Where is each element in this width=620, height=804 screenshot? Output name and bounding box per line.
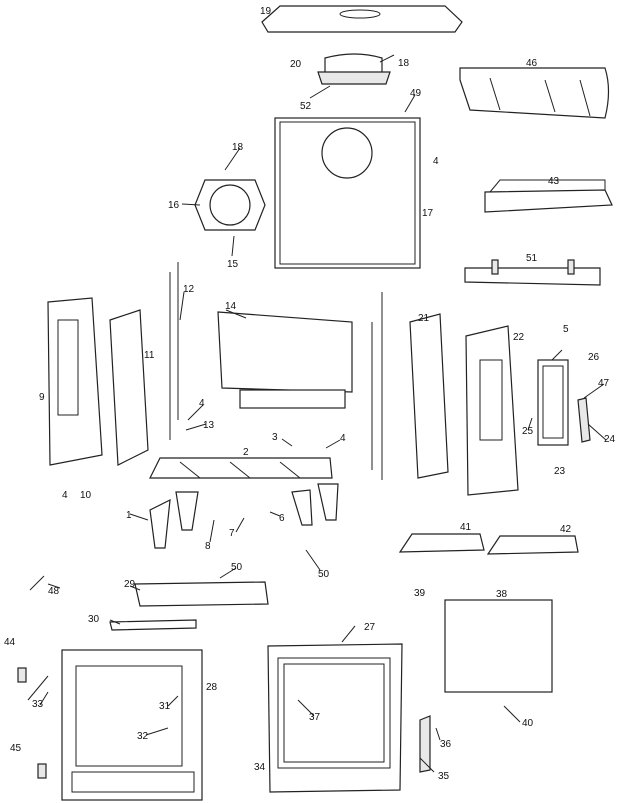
label-14: 14	[225, 301, 237, 312]
label-4d: 4	[62, 490, 68, 501]
label-20: 20	[290, 59, 302, 70]
label-48: 48	[48, 586, 60, 597]
label-40: 40	[522, 718, 534, 729]
label-18: 18	[398, 58, 410, 69]
callout-labels: 19 20 18 52 49 46 18 16 4 17 15 43 12 51…	[4, 6, 616, 782]
label-35: 35	[438, 771, 450, 782]
label-49: 49	[410, 88, 422, 99]
label-28: 28	[206, 682, 218, 693]
label-4b: 4	[199, 398, 205, 409]
label-25: 25	[522, 426, 534, 437]
label-18b: 18	[232, 142, 244, 153]
label-44: 44	[4, 637, 16, 648]
label-24: 24	[604, 434, 616, 445]
part-door	[267, 643, 431, 793]
part-flue-collar	[317, 53, 391, 85]
label-29: 29	[124, 579, 136, 590]
label-10: 10	[80, 490, 92, 501]
label-23: 23	[554, 466, 566, 477]
label-51: 51	[526, 253, 538, 264]
label-46: 46	[526, 58, 538, 69]
label-5: 5	[563, 324, 569, 335]
label-17: 17	[422, 208, 434, 219]
label-15: 15	[227, 259, 239, 270]
part-rods	[169, 262, 383, 480]
label-3: 3	[272, 432, 278, 443]
label-52: 52	[300, 101, 312, 112]
part-small-door	[537, 359, 591, 446]
part-base-grate	[149, 457, 333, 479]
label-42: 42	[560, 524, 572, 535]
label-37: 37	[309, 712, 321, 723]
label-6: 6	[279, 513, 285, 524]
part-tray	[484, 179, 613, 213]
part-latch-lower	[37, 763, 47, 779]
label-11: 11	[144, 350, 155, 361]
label-32: 32	[137, 731, 149, 742]
label-12: 12	[183, 284, 195, 295]
label-4a: 4	[433, 156, 439, 167]
label-33: 33	[32, 699, 44, 710]
part-baffle	[217, 311, 353, 409]
part-tool	[29, 575, 45, 591]
label-16: 16	[168, 200, 180, 211]
part-bracket	[464, 259, 601, 286]
label-26: 26	[588, 352, 600, 363]
part-grates	[398, 533, 579, 555]
label-9: 9	[39, 392, 45, 403]
label-19: 19	[260, 6, 272, 17]
label-38: 38	[496, 589, 508, 600]
label-22: 22	[513, 332, 525, 343]
part-side-panel-right	[409, 313, 519, 496]
label-30: 30	[88, 614, 100, 625]
label-43: 43	[548, 176, 560, 187]
label-41: 41	[460, 522, 472, 533]
label-27: 27	[364, 622, 376, 633]
label-2: 2	[243, 447, 249, 458]
label-34: 34	[254, 762, 266, 773]
label-21: 21	[418, 313, 430, 324]
label-36: 36	[440, 739, 452, 750]
label-1: 1	[126, 510, 132, 521]
label-8: 8	[205, 541, 211, 552]
part-latch	[17, 667, 27, 683]
part-air-slide	[109, 581, 269, 631]
label-45: 45	[10, 743, 22, 754]
label-39: 39	[414, 588, 426, 599]
label-7: 7	[229, 528, 235, 539]
part-heat-shield	[459, 67, 610, 119]
part-glass	[444, 599, 553, 693]
label-50a: 50	[231, 562, 243, 573]
part-top-plate	[261, 5, 463, 33]
label-13: 13	[203, 420, 215, 431]
part-top-panel	[274, 117, 421, 269]
part-front-frame	[61, 649, 203, 801]
label-50b: 50	[318, 569, 330, 580]
label-4c: 4	[340, 433, 346, 444]
label-47: 47	[598, 378, 610, 389]
part-legs	[149, 483, 339, 549]
part-flue-ring	[194, 179, 266, 231]
part-side-panel-left	[47, 297, 149, 466]
label-31: 31	[159, 701, 171, 712]
